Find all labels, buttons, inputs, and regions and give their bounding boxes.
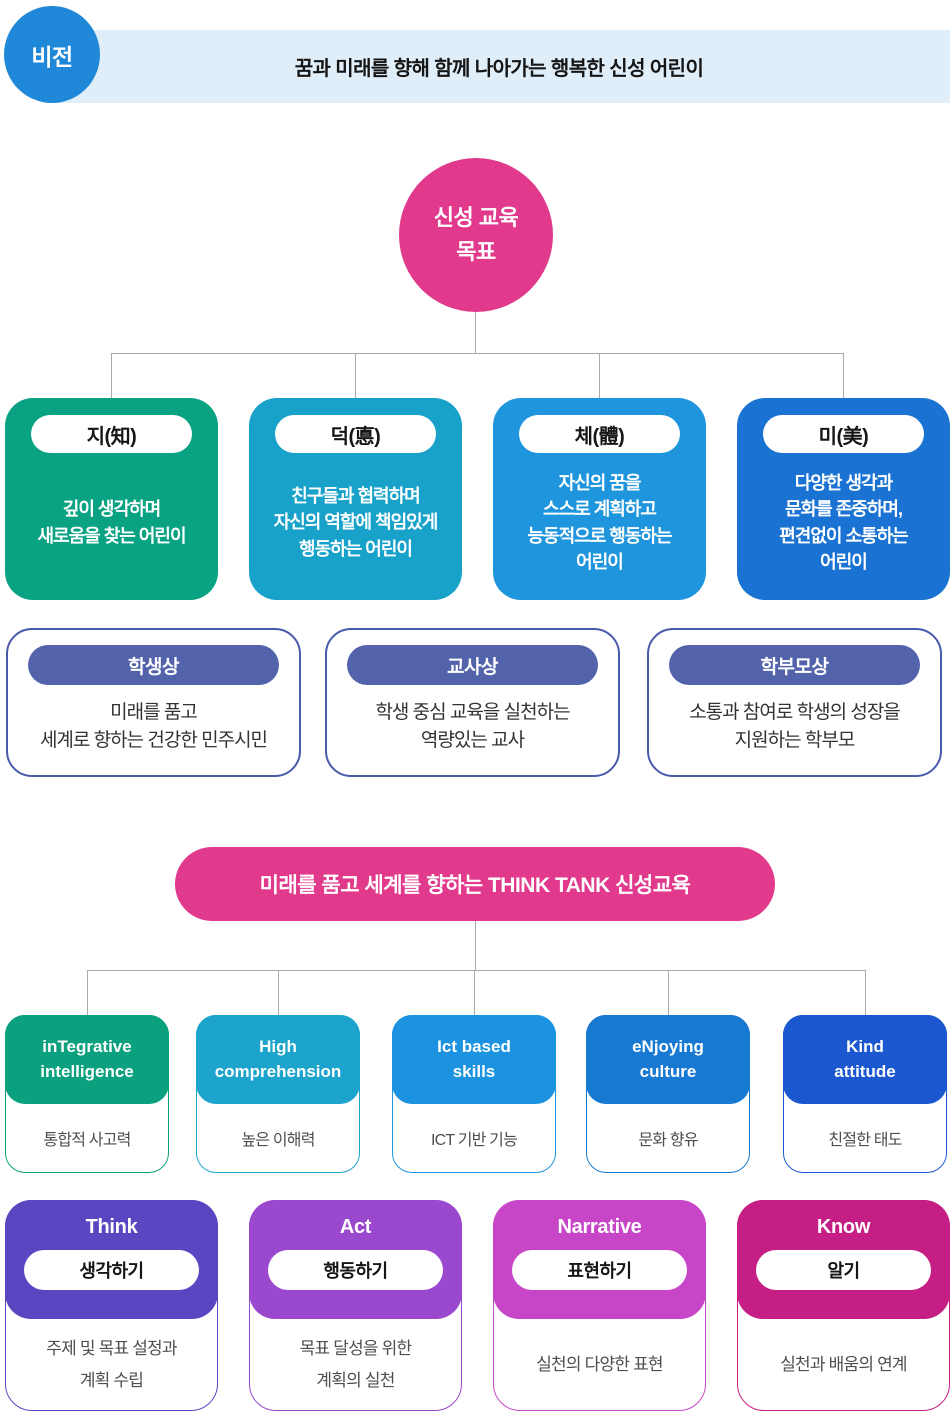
tank-box-head: Know 알기 [737,1200,950,1319]
connector-drop [278,970,279,1015]
persona-box-parent-description: 소통과 참여로 학생의 성장을 지원하는 학부모 [689,702,901,751]
goal-box-deok: 덕(悳) 친구들과 협력하며 자신의 역할에 책임있게 행동하는 어린이 [249,398,462,600]
goal-box-ji: 지(知) 깊이 생각하며 새로움을 찾는 어린이 [5,398,218,600]
tank-box-think: Think 생각하기 주제 및 목표 설정과 계획 수립 [5,1200,218,1411]
think-box-subtitle: 친절한 태도 [828,1132,902,1149]
tank-box-narrative: Narrative 표현하기 실천의 다양한 표현 [493,1200,706,1411]
slogan-banner: 미래를 품고 세계를 향하는 THINK TANK 신성교육 [175,847,775,921]
goal-box-deok-description: 친구들과 협력하며 자신의 역할에 책임있게 행동하는 어린이 [273,486,439,559]
persona-box-teacher: 교사상 학생 중심 교육을 실천하는 역량있는 교사 [325,628,620,777]
tank-box-head: Narrative 표현하기 [493,1200,706,1319]
connector-drop [111,353,112,398]
goal-box-mi-description: 다양한 생각과 문화를 존중하며, 편견없이 소통하는 어린이 [779,473,908,572]
persona-box-teacher-description: 학생 중심 교육을 실천하는 역량있는 교사 [375,702,570,751]
connector-drop [668,970,669,1015]
persona-box-student: 학생상 미래를 품고 세계로 향하는 건강한 민주시민 [6,628,301,777]
education-goal-circle: 신성 교육 목표 [399,158,553,312]
think-box-title: Kind attitude [783,1015,947,1104]
tank-box-pill: 알기 [756,1250,931,1290]
connector-horizontal [111,353,844,354]
tank-box-title: Know [816,1216,871,1238]
think-box-title: eNjoying culture [586,1015,750,1104]
think-box-ict-based-skills: Ict based skills ICT 기반 기능 [392,1015,556,1173]
think-box-subtitle: 통합적 사고력 [43,1132,131,1149]
goal-box-che-description: 자신의 꿈을 스스로 계획하고 능동적으로 행동하는 어린이 [527,473,672,572]
tank-box-head: Act 행동하기 [249,1200,462,1319]
think-box-title: Ict based skills [392,1015,556,1104]
tank-box-title: Think [85,1216,138,1238]
tank-box-know: Know 알기 실천과 배움의 연계 [737,1200,950,1411]
tank-box-pill: 생각하기 [24,1250,199,1290]
connector-stem [475,312,476,353]
think-box-subtitle: 문화 향유 [638,1132,698,1149]
vision-badge-label: 비전 [31,43,73,70]
connector-stem [475,921,476,970]
tank-box-description: 목표 달성을 위한 계획의 실천 [299,1339,413,1390]
connector-horizontal [87,970,865,971]
think-box-high-comprehension: High comprehension 높은 이해력 [196,1015,360,1173]
goal-box-mi: 미(美) 다양한 생각과 문화를 존중하며, 편견없이 소통하는 어린이 [737,398,950,600]
connector-drop [865,970,866,1015]
connector-drop [474,970,475,1015]
tank-box-description: 실천과 배움의 연계 [780,1354,907,1374]
persona-box-teacher-title: 교사상 [347,645,598,685]
connector-drop [355,353,356,398]
tank-box-head: Think 생각하기 [5,1200,218,1319]
vision-banner: 꿈과 미래를 향해 함께 나아가는 행복한 신성 어린이 [48,30,950,103]
persona-box-parent: 학부모상 소통과 참여로 학생의 성장을 지원하는 학부모 [647,628,942,777]
connector-drop [599,353,600,398]
persona-box-student-description: 미래를 품고 세계로 향하는 건강한 민주시민 [39,702,268,751]
think-box-title: High comprehension [196,1015,360,1104]
tank-box-act: Act 행동하기 목표 달성을 위한 계획의 실천 [249,1200,462,1411]
think-box-subtitle: ICT 기반 기능 [430,1132,518,1149]
tank-box-title: Narrative [557,1216,642,1238]
tank-box-title: Act [339,1216,372,1238]
goal-box-ji-description: 깊이 생각하며 새로움을 찾는 어린이 [37,499,186,546]
tank-box-pill: 행동하기 [268,1250,443,1290]
goal-box-mi-label: 미(美) [763,415,924,453]
think-box-enjoying-culture: eNjoying culture 문화 향유 [586,1015,750,1173]
education-goal-title: 신성 교육 목표 [433,204,519,264]
persona-box-student-title: 학생상 [28,645,279,685]
goal-box-che-label: 체(體) [519,415,680,453]
tank-box-description: 주제 및 목표 설정과 계획 수립 [46,1339,177,1390]
think-box-subtitle: 높은 이해력 [241,1132,315,1149]
vision-statement: 꿈과 미래를 향해 함께 나아가는 행복한 신성 어린이 [294,58,704,80]
think-box-title: inTegrative intelligence [5,1015,169,1104]
think-box-integrative-intelligence: inTegrative intelligence 통합적 사고력 [5,1015,169,1173]
tank-box-description: 실천의 다양한 표현 [536,1354,663,1374]
vision-badge: 비전 [4,6,100,103]
connector-drop [843,353,844,398]
slogan-text: 미래를 품고 세계를 향하는 THINK TANK 신성교육 [259,874,691,897]
connector-drop [87,970,88,1015]
goal-box-ji-label: 지(知) [31,415,192,453]
goal-box-che: 체(體) 자신의 꿈을 스스로 계획하고 능동적으로 행동하는 어린이 [493,398,706,600]
think-box-kind-attitude: Kind attitude 친절한 태도 [783,1015,947,1173]
goal-box-deok-label: 덕(悳) [275,415,436,453]
tank-box-pill: 표현하기 [512,1250,687,1290]
persona-box-parent-title: 학부모상 [669,645,920,685]
